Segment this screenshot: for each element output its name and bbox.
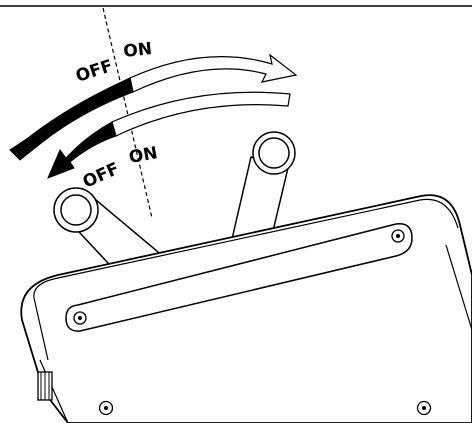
housing-top-edge [33,198,459,299]
left-lever-knob-inner [60,194,92,226]
upper-off-label: OFF [73,56,115,87]
top-slot [65,223,413,332]
front-screw-left-center [104,406,108,410]
lower-on-label: ON [127,143,159,168]
front-screw-right-center [422,406,426,410]
housing-side-edge [33,297,49,361]
slot-screw-left-center [78,316,82,320]
upper-off-arrow [9,77,134,161]
housing-front-edge [39,359,69,423]
housing-right-edge [445,244,472,331]
lower-on-arrow [111,91,291,137]
lower-off-arrow [47,121,117,179]
upper-on-arrow [129,53,298,93]
right-lever-knob-inner [258,137,290,169]
lower-off-label: OFF [80,159,123,193]
slot-screw-right-center [396,234,400,238]
center-dashed-line [102,7,153,219]
upper-on-label: ON [122,39,153,62]
